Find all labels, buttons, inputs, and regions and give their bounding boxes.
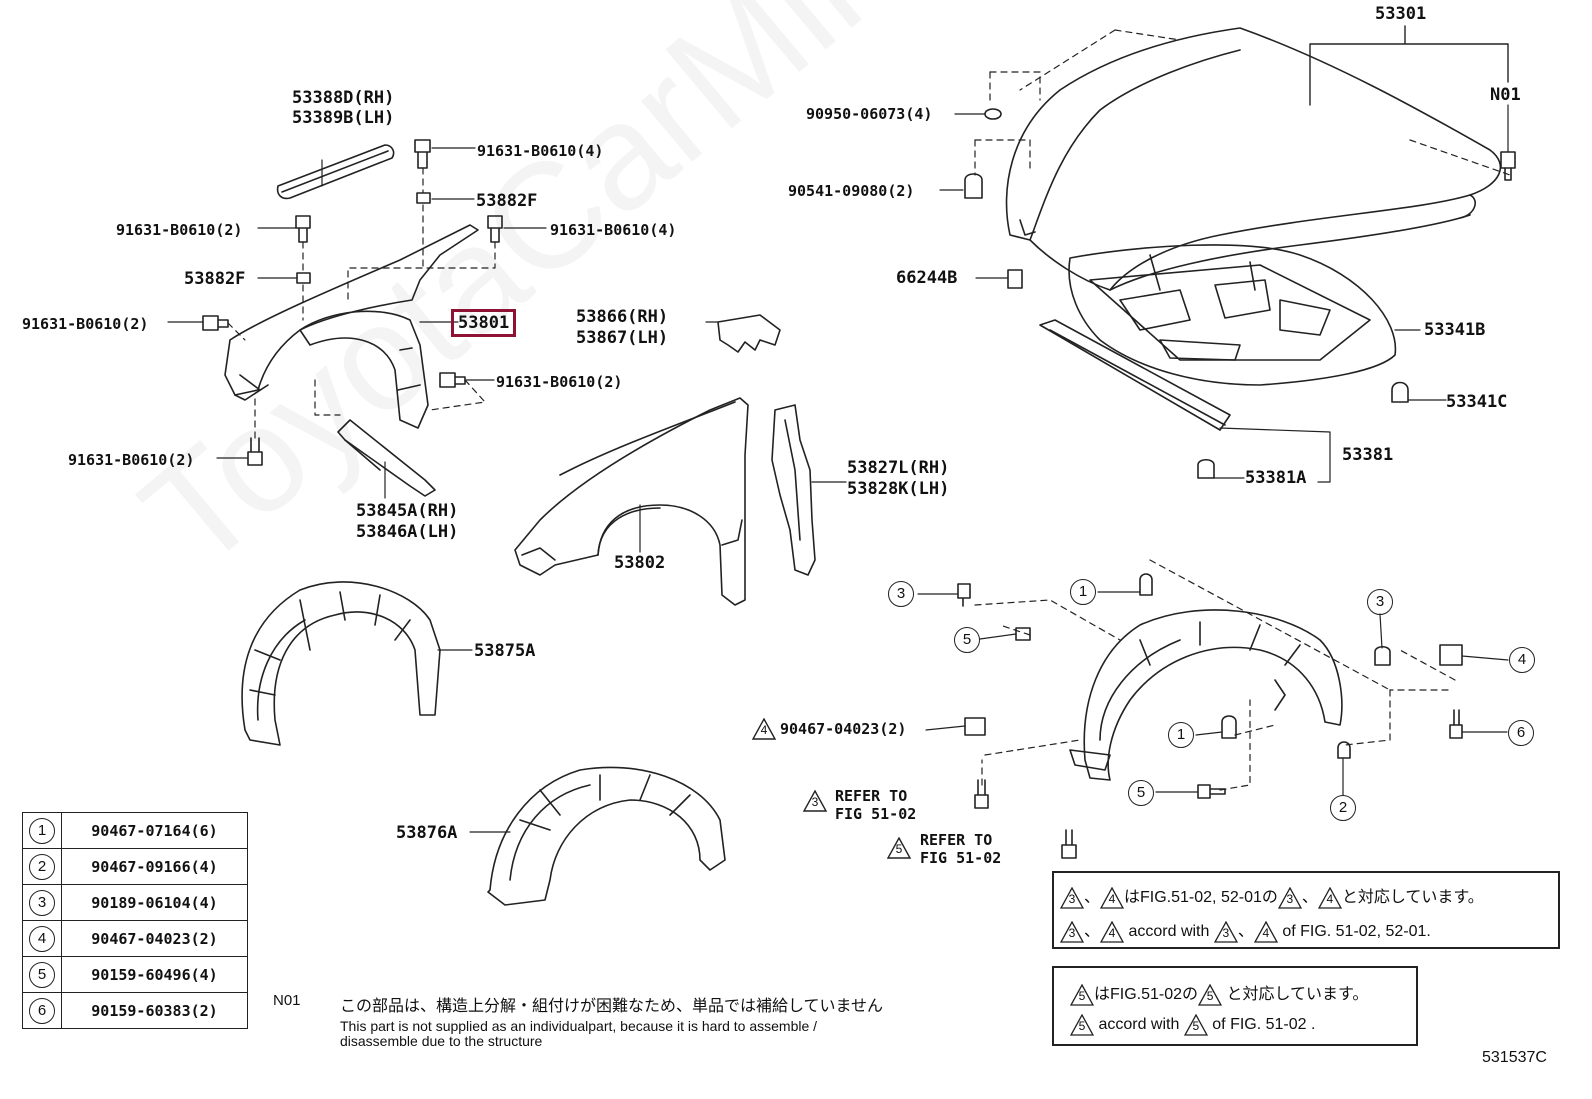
callout-2: 2 <box>1330 795 1356 821</box>
label-53341c: 53341C <box>1446 392 1508 412</box>
label-bolt-91631-2-c: 91631-B0610(2) <box>496 373 623 391</box>
label-53876a: 53876A <box>396 823 458 843</box>
callout-5-a: 5 <box>954 627 980 653</box>
label-53882f-top: 53882F <box>476 191 538 211</box>
clip-53866 <box>717 314 781 353</box>
table-num: 3 <box>29 889 55 916</box>
fender-53802 <box>514 397 749 606</box>
leader-lines <box>167 113 1509 833</box>
hood-illustration <box>1005 27 1502 291</box>
label-53389b: 53389B(LH) <box>292 108 395 128</box>
label-53828k: 53828K(LH) <box>847 479 950 499</box>
label-53301: 53301 <box>1375 4 1427 24</box>
label-bolt-91631-4-b: 91631-B0610(4) <box>550 221 677 239</box>
label-53882f-left: 53882F <box>184 269 246 289</box>
table-part: 90467-04023(2) <box>61 920 248 957</box>
n01-bracket <box>1309 25 1509 106</box>
table-part: 90467-09166(4) <box>61 848 248 885</box>
label-53381: 53381 <box>1342 445 1394 465</box>
liner-dashed-leaders <box>974 559 1456 791</box>
figure-code: 531537C <box>1482 1049 1547 1066</box>
label-bolt-91631-2-b: 91631-B0610(2) <box>22 315 149 333</box>
label-53827l: 53827L(RH) <box>847 458 950 478</box>
callout-3-b: 3 <box>1367 589 1393 615</box>
label-53388d: 53388D(RH) <box>292 88 395 108</box>
callout-4: 4 <box>1509 647 1535 673</box>
label-53875a: 53875A <box>474 641 536 661</box>
apron-dashed-leaders <box>227 167 496 439</box>
fender-liner-right-assembly <box>1069 609 1343 781</box>
label-53866: 53866(RH) <box>576 307 669 327</box>
callout-3-a: 3 <box>888 581 914 607</box>
legend-box2-line2: 5 accord with 5 of FIG. 51-02 . <box>1070 1014 1315 1036</box>
label-90467-04023: 90467-04023(2) <box>780 720 907 738</box>
table-num: 4 <box>29 925 55 952</box>
callout-6: 6 <box>1508 720 1534 746</box>
fender-apron-53801 <box>224 224 479 429</box>
note-n01-japanese: この部品は、構造上分解・組付けが困難なため、単品では補給していません <box>340 998 884 1015</box>
n01-screw-drawing <box>1500 151 1516 181</box>
label-53341b: 53341B <box>1424 320 1486 340</box>
table-part: 90159-60383(2) <box>61 992 248 1029</box>
fender-liner-53875a <box>241 581 441 746</box>
refer-note-2-line1: REFER TO <box>920 831 993 849</box>
triangle-ref-4: 4 90467-04023(2) <box>752 718 906 740</box>
hood-inner-panel <box>1068 244 1397 386</box>
table-num: 6 <box>29 997 55 1024</box>
brace-53845a <box>337 419 436 497</box>
refer-note-1-line1: REFER TO <box>835 787 908 805</box>
label-53801-highlighted: 53801 <box>451 309 517 337</box>
callout-1-a: 1 <box>1070 579 1096 605</box>
note-n01-english-line1: This part is not supplied as an individu… <box>340 1018 818 1034</box>
label-53381a: 53381A <box>1245 468 1307 488</box>
seal-53827l <box>771 404 816 576</box>
label-66244b: 66244B <box>896 268 958 288</box>
table-part: 90159-60496(4) <box>61 956 248 993</box>
seal-53388d <box>276 144 395 200</box>
note-n01-code: N01 <box>273 992 301 1009</box>
table-num: 1 <box>29 817 55 844</box>
label-n01: N01 <box>1490 85 1521 105</box>
label-53845a: 53845A(RH) <box>356 501 459 521</box>
refer-note-1-line2: FIG 51-02 <box>835 805 917 823</box>
callout-5-b: 5 <box>1128 780 1154 806</box>
refer-note-2-line2: FIG 51-02 <box>920 849 1002 867</box>
hood-seal-53381 <box>1039 319 1231 431</box>
label-90541-09080: 90541-09080(2) <box>788 182 915 200</box>
bolts-group-1 <box>202 139 503 466</box>
hood-dashed-leaders <box>974 29 1511 176</box>
label-bolt-91631-2-d: 91631-B0610(2) <box>68 451 195 469</box>
legend-box1-line2: 3、4 accord with 3、4 of FIG. 51-02, 52-01… <box>1060 917 1431 943</box>
triangle-ref-5: 5 <box>887 837 911 859</box>
note-n01-english-line2: disassemble due to the structure <box>340 1033 543 1049</box>
label-53867: 53867(LH) <box>576 328 669 348</box>
label-90950-06073: 90950-06073(4) <box>806 105 933 123</box>
label-bolt-91631-4-a: 91631-B0610(4) <box>477 142 604 160</box>
label-bolt-91631-2-a: 91631-B0610(2) <box>116 221 243 239</box>
table-num: 5 <box>29 961 55 988</box>
fender-liner-53876a <box>487 766 726 906</box>
callout-1-b: 1 <box>1168 722 1194 748</box>
triangle-ref-3: 3 <box>803 790 827 812</box>
table-part: 90189-06104(4) <box>61 884 248 921</box>
liner-fasteners <box>957 573 1463 859</box>
table-num: 2 <box>29 853 55 880</box>
table-part: 90467-07164(6) <box>61 812 248 849</box>
label-53846a: 53846A(LH) <box>356 522 459 542</box>
label-53802: 53802 <box>614 553 666 573</box>
